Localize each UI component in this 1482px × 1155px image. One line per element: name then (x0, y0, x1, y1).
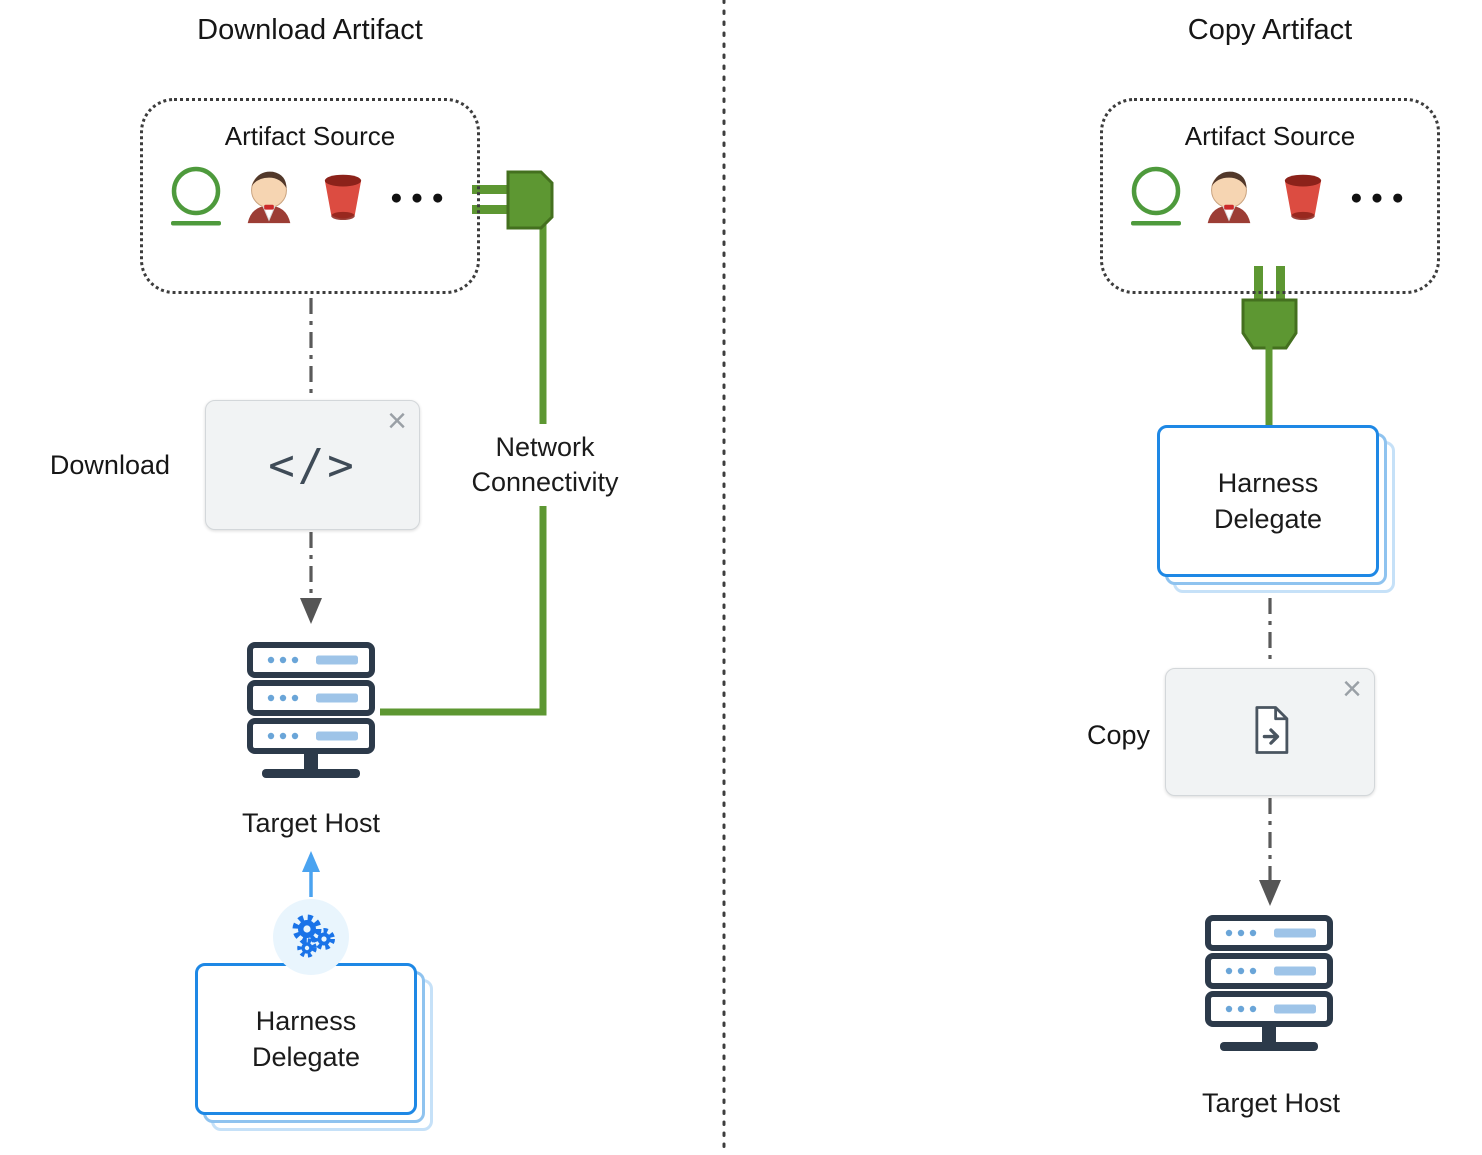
right-artifact-source-box: Artifact Source (1100, 98, 1440, 294)
download-script-step: </> × (205, 400, 420, 530)
server-stack-icon (1204, 915, 1334, 1059)
network-connectivity-label: Network Connectivity (455, 424, 635, 507)
artifact-source-label: Artifact Source (224, 121, 396, 151)
aws-s3-bucket-icon (314, 165, 372, 232)
ellipsis-icon: ●●● (1349, 186, 1413, 209)
left-section-title: Download Artifact (197, 14, 423, 46)
delegate-box: Harness Delegate (1157, 425, 1379, 577)
plug-icon (1241, 266, 1298, 350)
left-target-host (246, 640, 376, 787)
right-target-host (1204, 913, 1334, 1060)
right-target-host-label: Target Host (1201, 1088, 1341, 1118)
up-arrowhead (302, 851, 320, 872)
delegate-box: Harness Delegate (195, 963, 417, 1115)
artifact-source-icons: ●●● (143, 160, 477, 236)
down-arrowhead (1259, 880, 1281, 906)
right-section-title: Copy Artifact (1187, 14, 1353, 46)
close-icon: × (387, 402, 407, 440)
jenkins-icon (238, 165, 300, 232)
left-artifact-source-box: Artifact Source (140, 98, 480, 294)
green-ring-icon (1128, 163, 1184, 234)
aws-s3-bucket-icon (1274, 165, 1332, 232)
left-target-host-label: Target Host (241, 808, 381, 838)
artifact-source-icons: ●●● (1103, 160, 1437, 236)
plug-icon (472, 170, 554, 230)
server-stack-icon (246, 642, 376, 786)
gears-icon (273, 899, 349, 975)
jenkins-icon (1198, 165, 1260, 232)
green-ring-icon (168, 163, 224, 234)
copy-script-step: × (1165, 668, 1375, 796)
down-arrowhead (300, 598, 322, 624)
artifact-source-label: Artifact Source (1184, 121, 1356, 151)
right-harness-delegate: Harness Delegate (1157, 425, 1395, 593)
left-harness-delegate: Harness Delegate (195, 963, 433, 1131)
close-icon: × (1342, 670, 1362, 708)
code-icon: </> (268, 439, 357, 491)
left-network-cord (380, 224, 547, 716)
copy-step-label: Copy (1086, 720, 1150, 750)
copy-file-icon (1240, 700, 1300, 765)
ellipsis-icon: ●●● (389, 186, 453, 209)
download-step-label: Download (49, 450, 170, 480)
